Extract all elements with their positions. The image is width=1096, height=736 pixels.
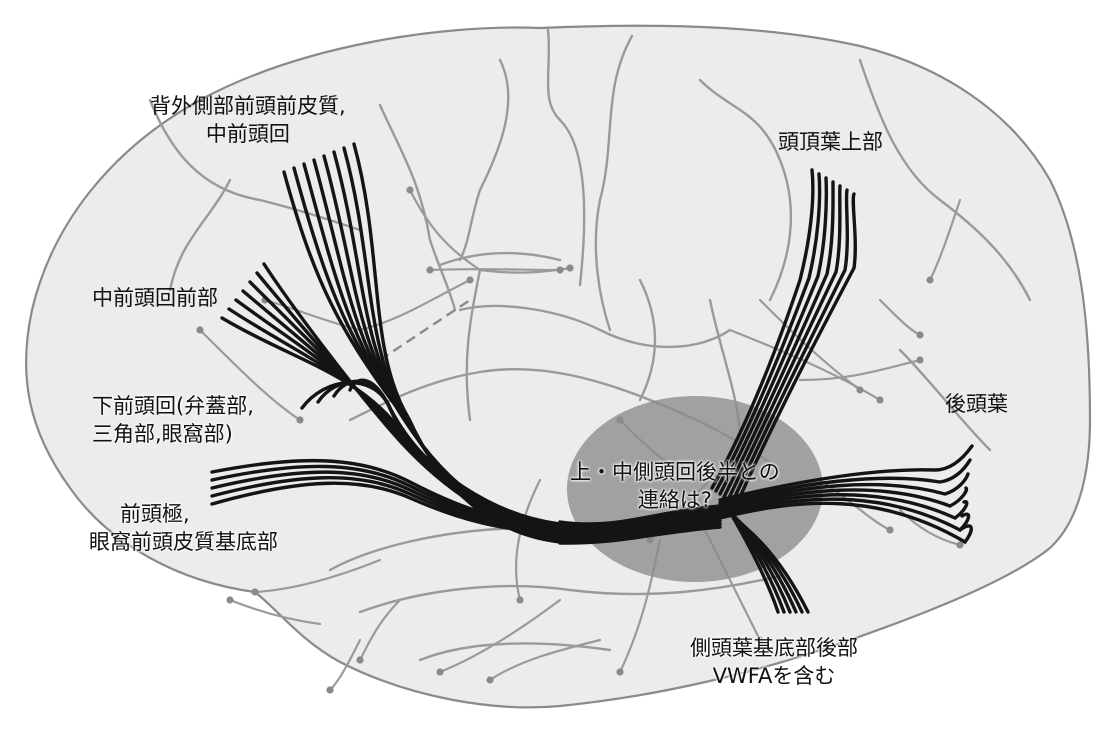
fiber-strand bbox=[718, 472, 970, 508]
dashed-fiber bbox=[379, 299, 471, 361]
fiber-strand bbox=[210, 481, 562, 536]
fiber-strand bbox=[718, 444, 974, 502]
label-stg-mtg-line2: 連絡は? bbox=[637, 488, 712, 512]
label-ifg: 下前頭回(弁蓋部, 三角部,眼窩部) bbox=[92, 392, 254, 448]
fiber-strand bbox=[718, 458, 972, 505]
fiber-strand bbox=[726, 184, 842, 502]
fiber-strand bbox=[210, 476, 562, 534]
fiber-strand bbox=[718, 176, 829, 496]
fiber-strand bbox=[718, 493, 969, 520]
fiber-strand bbox=[558, 522, 722, 542]
fiber-strand bbox=[558, 513, 722, 534]
fiber-strand bbox=[558, 507, 722, 529]
label-stg-mtg-line1: 上・中側頭回後半との bbox=[570, 460, 780, 484]
fiber-strand bbox=[558, 516, 722, 537]
label-basal-temporal: 側頭葉基底部後部 VWFAを含む bbox=[690, 634, 858, 690]
label-frontal-pole: 前頭極, 眼窩前頭皮質基底部 bbox=[50, 500, 278, 556]
label-stg-mtg: 上・中側頭回後半との 連絡は? bbox=[570, 458, 780, 514]
fiber-strand bbox=[718, 501, 973, 545]
label-ifg-line1: 下前頭回(弁蓋部, bbox=[92, 394, 254, 418]
fiber-strand bbox=[558, 504, 722, 526]
fiber-strand bbox=[714, 172, 822, 493]
label-occipital: 後頭葉 bbox=[945, 390, 1008, 418]
fiber-strand bbox=[558, 525, 722, 545]
label-basal-temporal-line1: 側頭葉基底部後部 bbox=[690, 636, 858, 660]
label-dlpfc-line1: 背外側部前頭前皮質, bbox=[150, 94, 346, 118]
fiber-strand bbox=[718, 497, 971, 533]
fiber-strand bbox=[718, 486, 969, 511]
fiber-strand bbox=[210, 470, 562, 532]
label-frontal-pole-line1: 前頭極, bbox=[120, 502, 190, 526]
fiber-strand bbox=[558, 510, 722, 532]
label-mfg-anterior-line1: 中前頭回前部 bbox=[92, 286, 218, 310]
label-ifg-line2: 三角部,眼窩部) bbox=[92, 422, 233, 446]
label-mfg-anterior: 中前頭回前部 bbox=[92, 284, 218, 312]
label-superior-parietal: 頭頂葉上部 bbox=[778, 128, 883, 156]
fiber-strand bbox=[722, 180, 835, 499]
label-occipital-line1: 後頭葉 bbox=[945, 392, 1008, 416]
fiber-strand bbox=[730, 188, 849, 505]
label-superior-parietal-line1: 頭頂葉上部 bbox=[778, 130, 883, 154]
sulci bbox=[148, 28, 1032, 662]
main-fiber-bundle bbox=[210, 142, 974, 614]
fiber-strand bbox=[743, 525, 810, 614]
fiber-strand bbox=[710, 168, 815, 490]
label-frontal-pole-line2: 眼窩前頭皮質基底部 bbox=[89, 530, 278, 554]
label-basal-temporal-line2: VWFAを含む bbox=[712, 664, 836, 688]
label-dlpfc: 背外側部前頭前皮質, 中前頭回 bbox=[150, 92, 346, 148]
label-dlpfc-line2: 中前頭回 bbox=[205, 122, 290, 146]
fiber-strand bbox=[734, 192, 857, 508]
fiber-strand bbox=[210, 464, 562, 530]
fiber-strand bbox=[558, 519, 722, 540]
fiber-strand bbox=[210, 458, 562, 528]
